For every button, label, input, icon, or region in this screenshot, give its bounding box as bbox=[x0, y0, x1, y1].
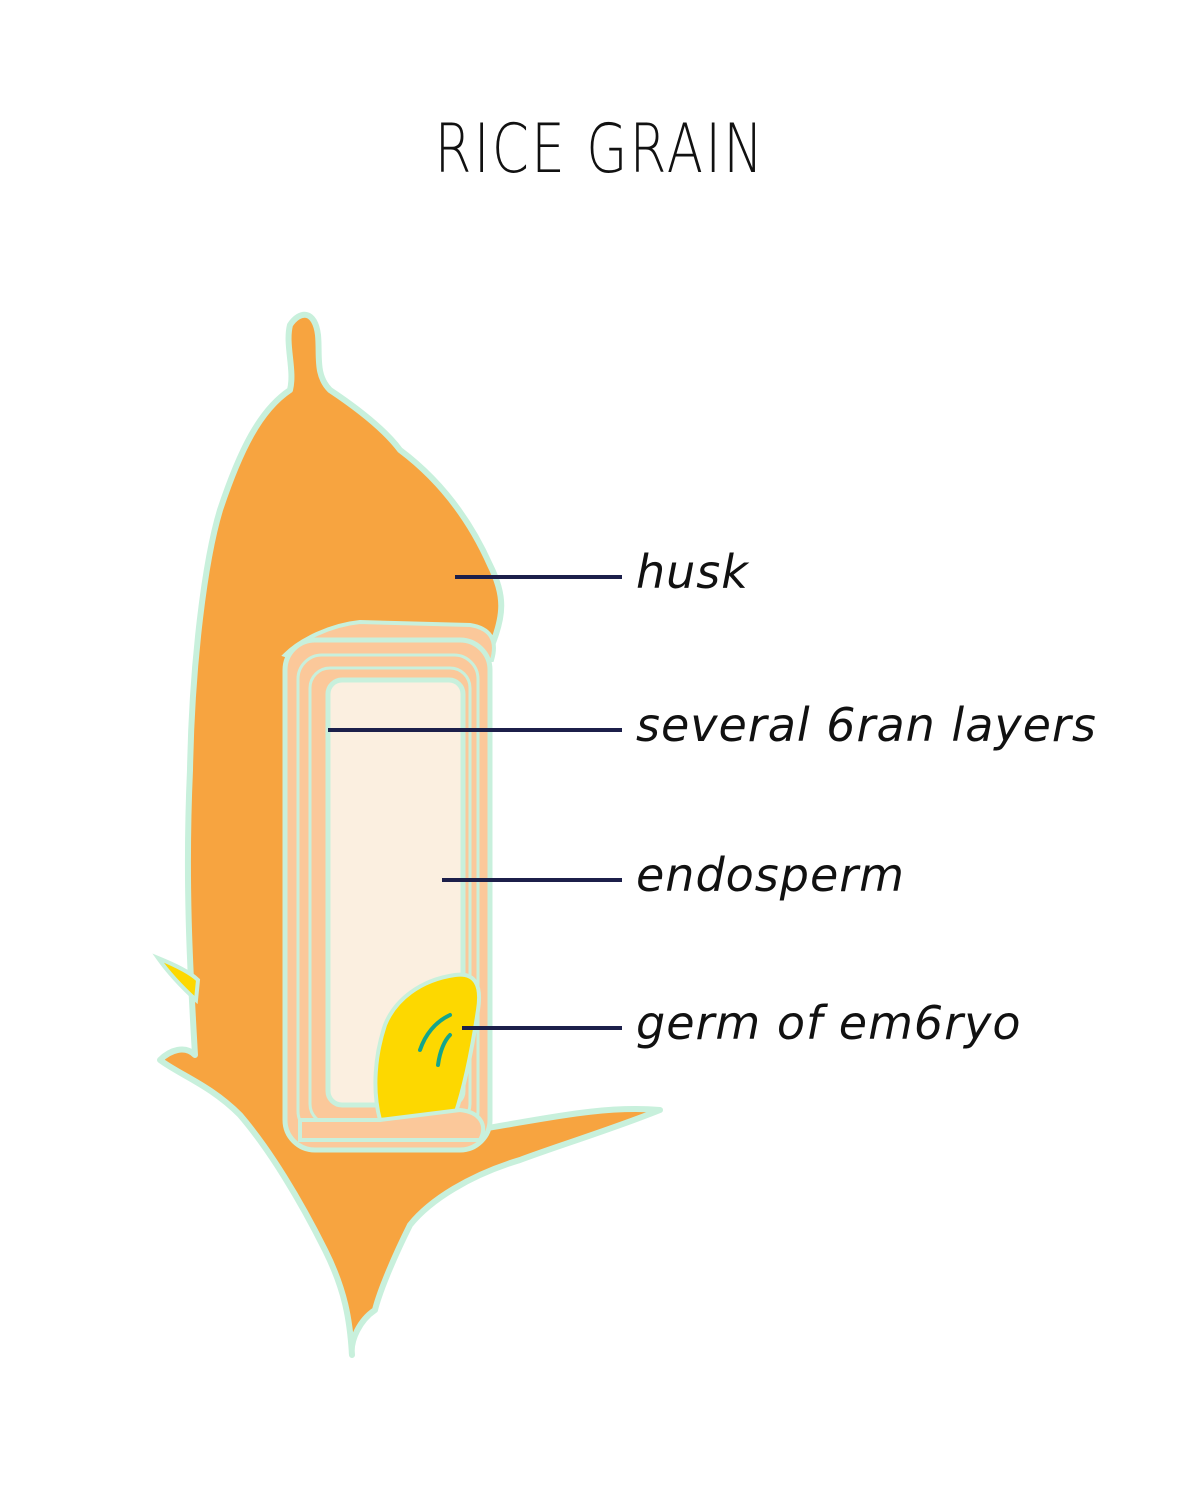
embryo-mark bbox=[418, 1013, 452, 1052]
diagram-title: RICE GRAIN bbox=[434, 110, 766, 189]
germ-label: germ of em6ryo bbox=[636, 996, 1022, 1050]
endosperm-label: endosperm bbox=[636, 848, 905, 902]
bran-base-shape bbox=[298, 1107, 486, 1142]
germ-shape bbox=[373, 972, 481, 1123]
leaf-tip-shape bbox=[152, 953, 201, 1005]
husk-label: husk bbox=[636, 545, 749, 599]
embryo-mark-2 bbox=[436, 1033, 452, 1067]
bran-layers-label: several 6ran layers bbox=[636, 698, 1097, 752]
